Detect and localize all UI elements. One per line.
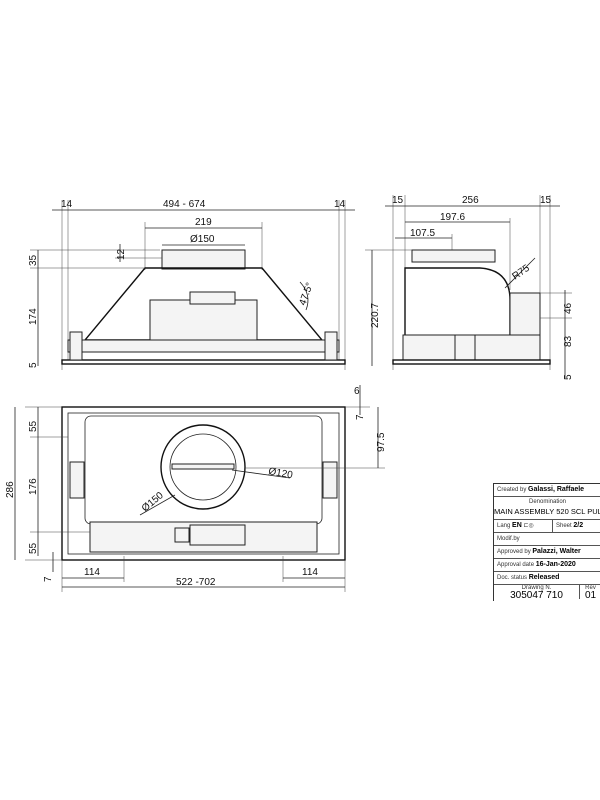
dim-motor-height: 46	[563, 302, 574, 314]
denomination-label: Denomination	[528, 499, 567, 505]
created-by-label: Created by	[497, 487, 527, 493]
dim-side-right-margin: 15	[540, 195, 552, 206]
created-by-value: Galassi, Raffaele	[528, 486, 585, 493]
dim-radius: R75	[510, 263, 532, 283]
rev-value: 01	[584, 590, 597, 600]
lang-label: Lang	[497, 523, 511, 529]
dim-inner-diameter: Ø120	[267, 466, 293, 481]
projection-symbol-icon: ⊏◎	[523, 523, 534, 529]
dim-bottom-offset: 7	[43, 576, 54, 582]
dim-collar-width: 219	[195, 217, 212, 228]
front-view	[30, 200, 355, 370]
dim-top-right-offset: 7	[355, 414, 366, 420]
dim-body-height: 174	[28, 308, 39, 325]
dim-total-height: 220.7	[370, 303, 381, 328]
approval-date-label: Approval date	[497, 562, 535, 568]
dim-top-margin: 55	[28, 420, 39, 432]
dim-side-depth: 256	[462, 195, 479, 206]
doc-status-label: Doc. status	[497, 575, 528, 581]
approval-date-value: 16-Jan-2020	[535, 561, 576, 568]
dim-flange-height: 5	[28, 362, 39, 368]
dim-front-left-margin: 14	[61, 199, 73, 210]
dim-top-right-gap: 6	[354, 386, 360, 397]
dim-collar-diameter: Ø150	[190, 234, 215, 245]
modif-label: Modif.by	[497, 536, 520, 542]
denomination-value: MAIN ASSEMBLY 520 SCL PULS L	[494, 507, 600, 516]
dim-offset-2: 107.5	[410, 228, 435, 239]
dim-front-right-margin: 14	[334, 199, 346, 210]
dim-offset-1: 197.6	[440, 212, 465, 223]
bottom-view	[14, 385, 385, 592]
approved-by-value: Palazzi, Walter	[532, 548, 581, 555]
dim-right-offset: 114	[302, 567, 318, 578]
dim-bottom-margin: 55	[28, 542, 39, 554]
dim-total-depth: 286	[5, 481, 16, 498]
dim-side-flange-height: 5	[563, 374, 574, 380]
rev-label: Rev	[585, 585, 596, 591]
dim-front-width-range: 494 - 674	[163, 199, 206, 210]
drawing-no-value: 305047 710	[510, 590, 563, 600]
dim-left-offset: 114	[84, 567, 100, 578]
sheet-value: 2/2	[573, 522, 584, 529]
dim-bottom-width-range: 522 -702	[176, 577, 216, 588]
dim-center-offset: 97.5	[376, 432, 387, 452]
sheet-label: Sheet	[556, 523, 572, 529]
dim-collar-height: 12	[116, 248, 127, 260]
dim-lower-height: 83	[563, 335, 574, 347]
doc-status-value: Released	[528, 574, 560, 581]
lang-value: EN	[512, 522, 522, 529]
dim-middle: 176	[28, 478, 39, 495]
approved-by-label: Approved by	[497, 549, 531, 555]
dim-angle: 47.5°	[297, 281, 315, 307]
dim-side-left-margin: 15	[392, 195, 404, 206]
side-view	[365, 195, 572, 378]
drawing-no-label: Drawing N.	[521, 585, 552, 591]
title-block: Created by Galassi, Raffaele Denominatio…	[493, 483, 600, 601]
dim-top-height: 35	[28, 254, 39, 266]
